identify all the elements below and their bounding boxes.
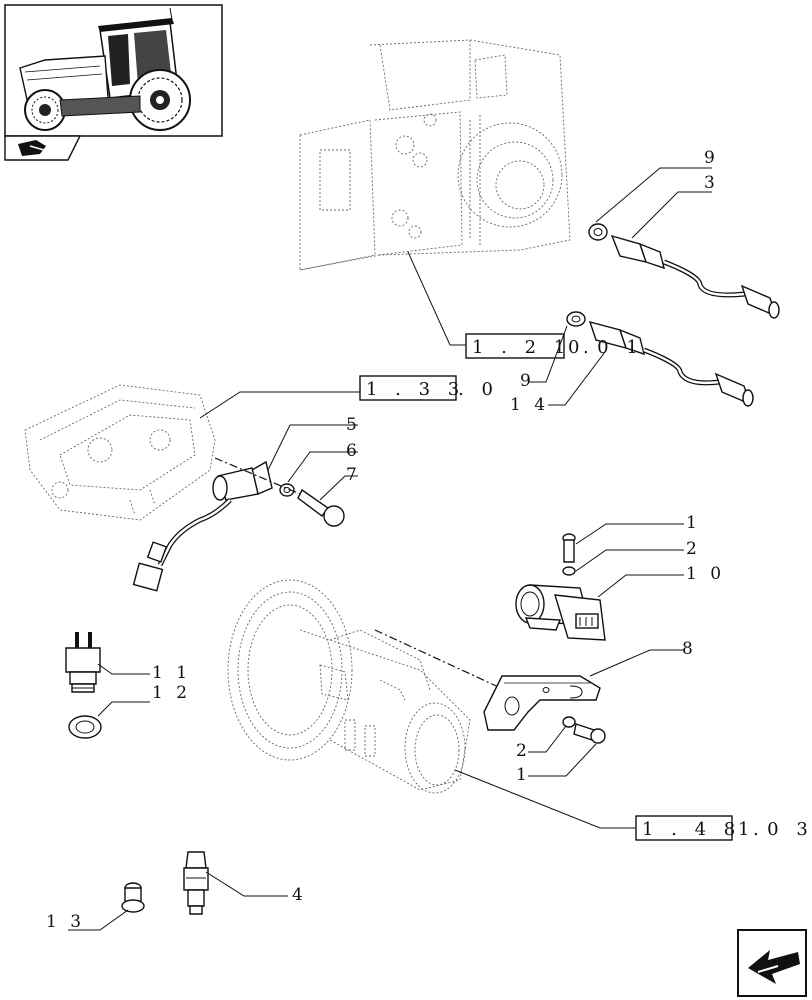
washer-2b-part	[562, 716, 576, 728]
catalog-book-icon	[4, 135, 82, 161]
callout-10: 1 0	[686, 564, 725, 584]
callout-11: 1 1	[152, 663, 191, 683]
reference-1-48-1-03[interactable]: 1 . 4 8 . 1 0 3	[635, 815, 812, 841]
callout-4: 4	[292, 885, 307, 905]
bracket-8-part	[483, 675, 601, 731]
pressure-switch-11-part	[65, 632, 101, 693]
transmission-housing-ghost	[227, 579, 471, 794]
sensor-4-part	[183, 851, 209, 915]
centerline-5	[214, 457, 301, 495]
reference-box-label: 1 . 3 3	[366, 379, 465, 400]
washer-12-part	[68, 715, 102, 739]
rear-housing-ghost	[299, 39, 571, 271]
callout-14: 1 4	[510, 395, 549, 415]
bolt-1a-part	[562, 533, 576, 563]
sensor-3-part	[588, 223, 780, 319]
sensor-14-part	[566, 311, 754, 407]
reference-suffix-label: . 0	[458, 379, 499, 400]
reference-suffix-label: 0 0 1	[568, 337, 644, 358]
bolt-1b-part	[573, 723, 606, 744]
callout-3: 3	[704, 173, 719, 193]
callout-5: 5	[346, 415, 361, 435]
callout-8: 8	[682, 639, 697, 659]
bolt-7-part	[297, 488, 345, 527]
reference-box-label: 1 . 2 1 .	[472, 337, 595, 358]
washer-2a-part	[562, 566, 576, 576]
leader-lines	[68, 167, 712, 931]
callout-1-upper: 1	[686, 513, 701, 533]
tractor-thumbnail-icon	[4, 4, 223, 137]
reference-box-label: 1 . 4 8 .	[642, 819, 765, 840]
reference-suffix-label: 1 0 3	[738, 819, 812, 840]
reference-1-33-0[interactable]: 1 . 3 3 . 0	[359, 375, 499, 401]
callout-9-lower: 9	[520, 371, 535, 391]
callout-6: 6	[346, 441, 361, 461]
front-housing-ghost	[24, 384, 216, 521]
callout-2-upper: 2	[686, 539, 701, 559]
centerline-8	[374, 629, 506, 691]
callout-12: 1 2	[152, 683, 191, 703]
callout-7: 7	[346, 465, 361, 485]
solenoid-10-part	[515, 584, 606, 641]
next-page-arrow-icon[interactable]	[737, 929, 807, 997]
callout-1-lower: 1	[516, 765, 531, 785]
callout-2-lower: 2	[516, 741, 531, 761]
callout-9-top: 9	[704, 148, 719, 168]
reference-1-21-0-01[interactable]: 1 . 2 1 . 0 0 1	[465, 333, 644, 359]
callout-13: 1 3	[46, 912, 85, 932]
plug-13-part	[121, 882, 145, 913]
